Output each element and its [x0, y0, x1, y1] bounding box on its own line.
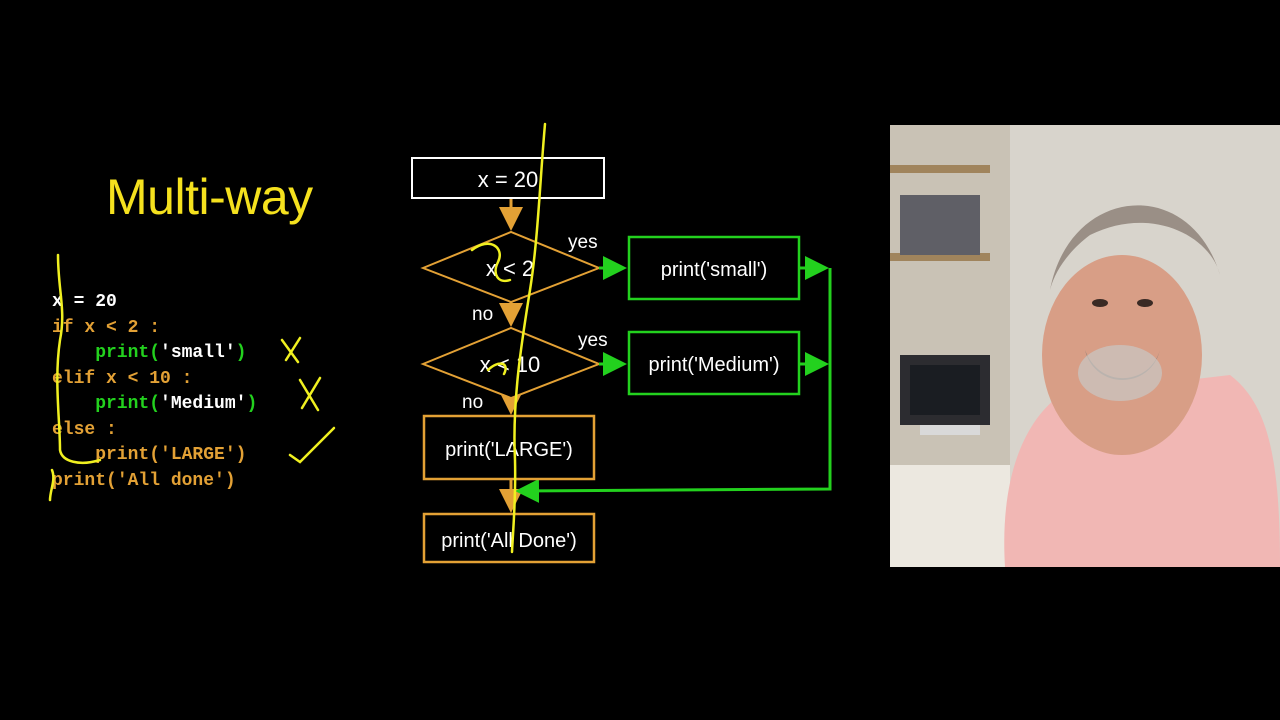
return-line [515, 268, 832, 503]
code-token: print( [52, 343, 161, 363]
print-large-box [422, 414, 596, 481]
code-line: print('Medium') [52, 392, 257, 418]
code-line: else : [52, 418, 257, 444]
print-done-label: print('All Done') [441, 530, 576, 552]
code-token: else : [52, 419, 117, 440]
code-token: ) [246, 394, 258, 414]
handwritten-annotations [48, 122, 547, 554]
code-token: elif x < 10 : [52, 368, 193, 389]
code-line: print('small') [52, 341, 257, 367]
code-token: print( [52, 394, 161, 414]
no-label-2: no [462, 392, 483, 413]
code-line: print('LARGE') [52, 443, 257, 469]
cross-mark-1 [280, 336, 302, 364]
code-token: 'LARGE' [160, 445, 236, 465]
print-medium-label: print('Medium') [649, 354, 780, 376]
condition-1-label: x < 2 [486, 256, 534, 281]
presenter-video [890, 125, 1280, 567]
trace-line-flowchart [510, 122, 547, 554]
code-token: 'Medium' [160, 394, 247, 414]
trace-code-line-2 [48, 468, 55, 502]
print-small-label: print('small') [661, 259, 768, 281]
presenter-video-icon [890, 125, 1280, 567]
code-line: x = 20 [52, 290, 257, 316]
trace-code-line [56, 253, 102, 464]
no-label-1: no [472, 304, 493, 325]
yes-label-2: yes [578, 330, 608, 351]
start-box [411, 157, 605, 199]
trace-swoosh-1 [470, 242, 512, 283]
code-token: 'All done' [116, 470, 225, 491]
code-line: elif x < 10 : [52, 367, 257, 393]
print-medium-box [627, 330, 801, 396]
code-line: print('All done') [52, 469, 257, 495]
condition-2-label: x < 10 [480, 352, 541, 377]
code-token: 'small' [160, 343, 236, 363]
print-done-box [422, 512, 596, 564]
start-box-label: x = 20 [478, 167, 539, 192]
code-token: ) [235, 343, 247, 363]
code-token: x = 20 [52, 292, 117, 312]
code-token: ) [235, 445, 247, 465]
code-token: print( [52, 445, 161, 465]
code-token: print( [52, 470, 117, 491]
print-large-label: print('LARGE') [445, 439, 573, 461]
print-small-box [627, 235, 801, 301]
trace-swoosh-2 [486, 362, 507, 376]
check-mark [288, 426, 336, 464]
slide-title: Multi-way [106, 169, 313, 225]
cross-mark-2 [298, 376, 322, 412]
code-token: ) [224, 470, 236, 491]
yes-label-1: yes [568, 232, 598, 253]
